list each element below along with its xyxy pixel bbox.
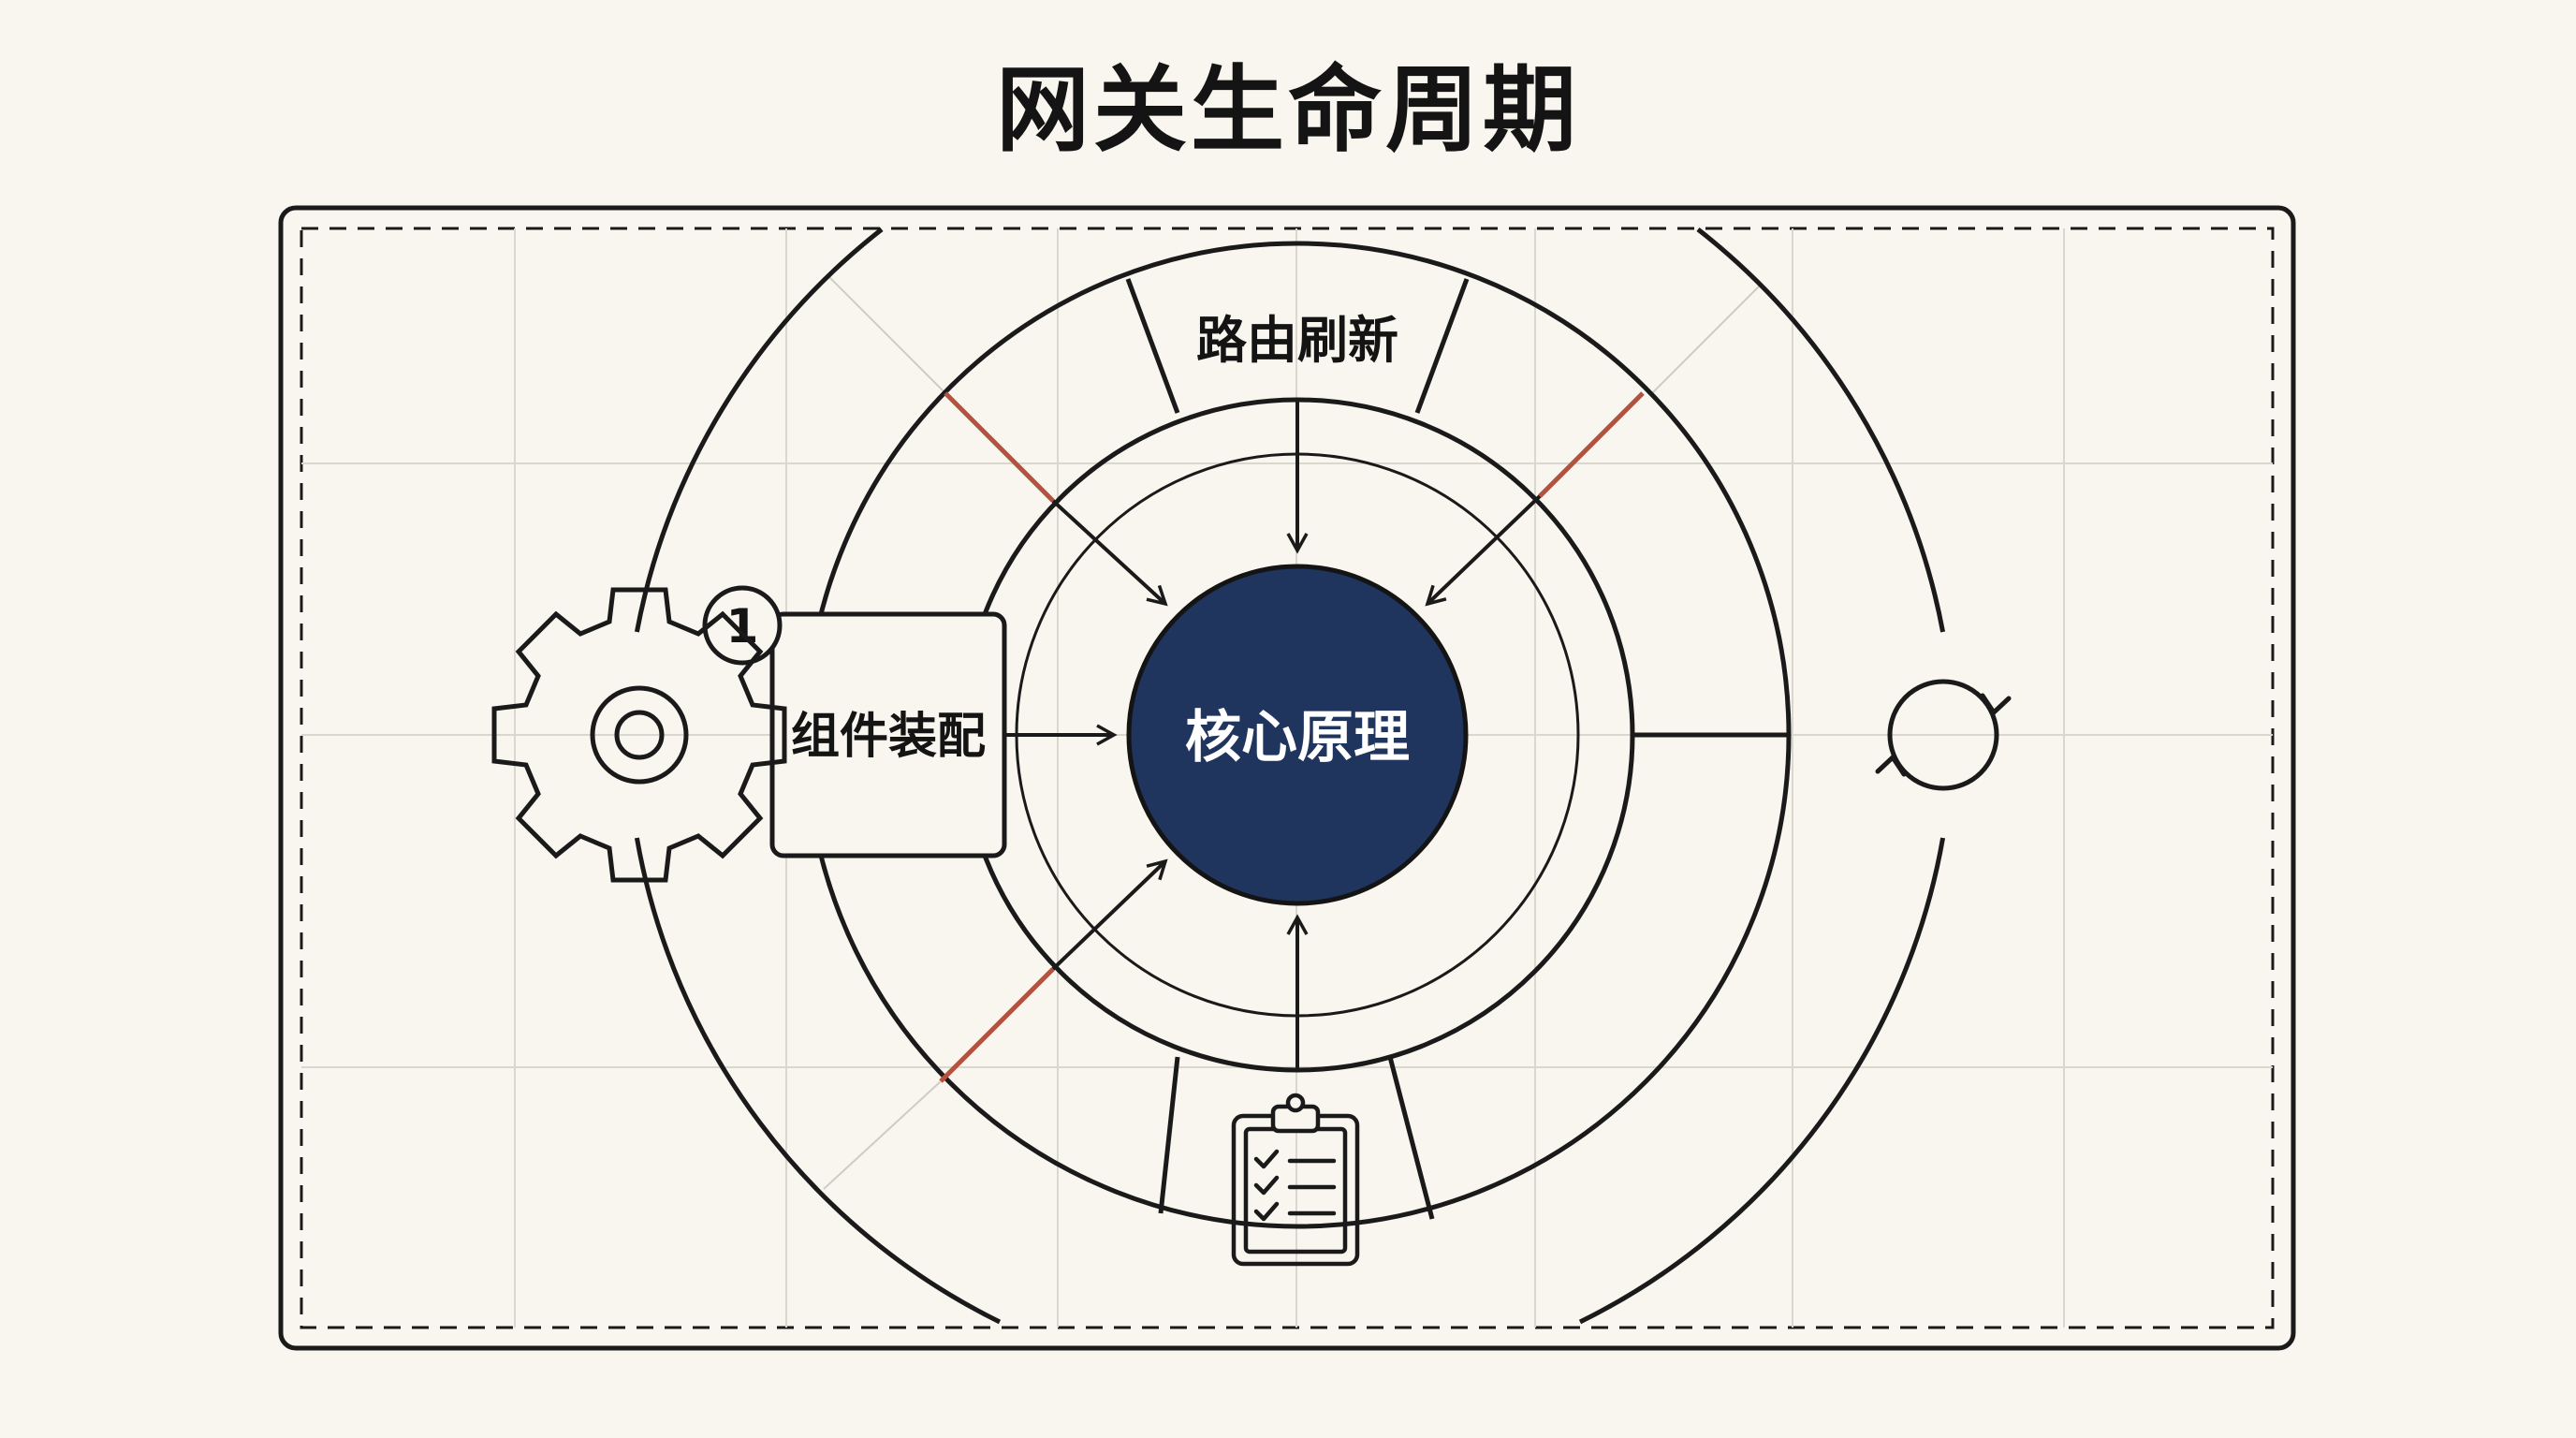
gear-icon: [491, 587, 787, 883]
arrows-to-core: [1006, 401, 1542, 1069]
outer-frame: [278, 205, 2296, 1351]
diagonal-guides: [823, 275, 1761, 1190]
core-circle: [1126, 564, 1469, 906]
arrow-bottom-left: [1051, 858, 1168, 971]
top-segment-label: 路由刷新: [1196, 311, 1398, 370]
step-badge: [702, 585, 783, 666]
refresh-cycle-icon: [1875, 679, 2012, 791]
inner-dashed-frame: [300, 227, 2275, 1329]
component-assembly-label: 组件装配: [791, 709, 986, 765]
page-title: 网关生命周期: [996, 55, 1580, 165]
component-assembly-box: [769, 611, 1007, 858]
accent-lines: [939, 391, 1645, 1083]
core-label: 核心原理: [1185, 705, 1410, 770]
clipboard-checklist-icon: [1231, 1093, 1360, 1267]
arrow-top-left: [1051, 499, 1168, 607]
outer-ring: [634, 227, 1946, 1325]
arrow-top-right: [1425, 494, 1542, 607]
